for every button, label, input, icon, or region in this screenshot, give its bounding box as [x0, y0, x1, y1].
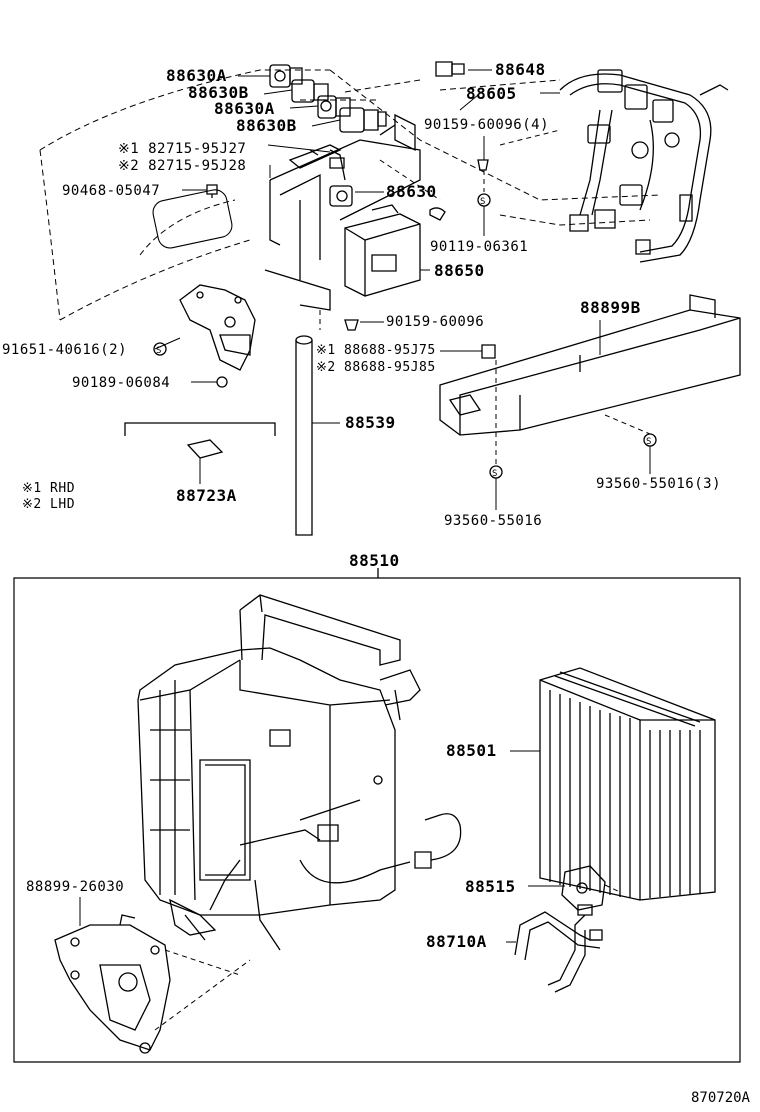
label-88723A: 88723A — [176, 486, 237, 505]
expansion-valve-88515[interactable] — [562, 866, 605, 910]
label-88630: 88630 — [386, 182, 437, 201]
evaporator-88501[interactable] — [540, 668, 715, 900]
label-88605: 88605 — [466, 84, 517, 103]
label-88688-95J75: ※1 88688-95J75 — [316, 343, 436, 358]
relay-88630A-2[interactable] — [318, 96, 350, 118]
svg-text:S: S — [492, 469, 497, 479]
dash-panel-opening — [151, 188, 234, 251]
note-rhd: ※1 RHD — [22, 481, 76, 496]
screw-93560-55016-3[interactable]: S — [644, 434, 656, 447]
pipe-88710A[interactable] — [515, 905, 602, 992]
label-plate-88723A[interactable] — [188, 440, 222, 458]
relay-88630A-1[interactable] — [270, 65, 302, 87]
relay-88630[interactable] — [330, 186, 352, 206]
label-93560-55016-3: 93560-55016(3) — [596, 476, 722, 492]
label-82715-95J27: ※1 82715-95J27 — [118, 141, 247, 157]
label-91651-40616: 91651-40616(2) — [2, 342, 128, 358]
label-93560-55016: 93560-55016 — [444, 513, 543, 529]
connector-88648[interactable] — [436, 62, 464, 76]
label-90189-06084: 90189-06084 — [72, 375, 171, 391]
clip-90119-06361[interactable]: S — [430, 194, 490, 220]
label-88539: 88539 — [345, 413, 396, 432]
label-88710A: 88710A — [426, 932, 487, 951]
screw-90159-60096[interactable] — [345, 320, 358, 330]
label-88648: 88648 — [495, 60, 546, 79]
label-88510: 88510 — [349, 551, 400, 570]
heater-housing-88510[interactable] — [138, 648, 395, 940]
label-88515: 88515 — [465, 877, 516, 896]
dashed-guides-bottom — [155, 885, 620, 1030]
housing-wiring — [210, 825, 410, 950]
label-88899-26030: 88899-26030 — [26, 879, 125, 895]
wiring-harness-88605[interactable] — [560, 70, 728, 262]
label-90159-60096-4: 90159-60096(4) — [424, 117, 550, 133]
label-88630B-1: 88630B — [188, 83, 249, 102]
label-88650: 88650 — [434, 261, 485, 280]
duct-top-pipe — [240, 595, 400, 665]
screw-91651[interactable]: S — [154, 343, 166, 356]
screw-90159-60096-4[interactable] — [478, 160, 488, 170]
relay-88630B-2[interactable] — [340, 108, 386, 132]
relay-88630B-1[interactable] — [292, 80, 328, 102]
label-88630A-2: 88630A — [214, 99, 275, 118]
nut-90189-06084[interactable] — [217, 377, 227, 387]
label-88630A-1: 88630A — [166, 66, 227, 85]
label-90119-06361: 90119-06361 — [430, 239, 529, 255]
side-bracket — [380, 670, 420, 720]
leader-lines-top — [155, 70, 650, 510]
dashboard-outline — [40, 70, 660, 320]
relay-bracket — [265, 115, 420, 310]
clip-88688[interactable] — [482, 345, 495, 358]
label-88688-95J85: ※2 88688-95J85 — [316, 360, 436, 375]
label-88723A-bracket — [125, 423, 275, 436]
drain-hose-88539[interactable] — [296, 336, 312, 535]
label-88899B: 88899B — [580, 298, 641, 317]
note-lhd: ※2 LHD — [22, 497, 76, 512]
label-90468-05047: 90468-05047 — [62, 183, 161, 199]
leader-lines-bottom — [80, 751, 565, 942]
housing-connector[interactable] — [415, 814, 461, 868]
figure-code: 870720A — [690, 1090, 750, 1106]
label-88501: 88501 — [446, 741, 497, 760]
label-82715-95J28: ※2 82715-95J28 — [118, 158, 247, 174]
screw-93560-55016[interactable]: S — [490, 466, 502, 479]
svg-text:S: S — [480, 197, 485, 207]
svg-text:S: S — [156, 346, 161, 356]
svg-text:S: S — [646, 437, 651, 447]
bracket-88899-26030[interactable] — [55, 915, 170, 1053]
duct-88899B[interactable] — [440, 295, 740, 435]
label-88630B-2: 88630B — [236, 116, 297, 135]
bottom-frame — [14, 568, 740, 1062]
dashed-guides-top — [320, 130, 650, 466]
ecu-88650[interactable] — [345, 205, 420, 296]
label-90159-60096: 90159-60096 — [386, 314, 485, 330]
bracket-91651-40616[interactable] — [180, 285, 255, 370]
